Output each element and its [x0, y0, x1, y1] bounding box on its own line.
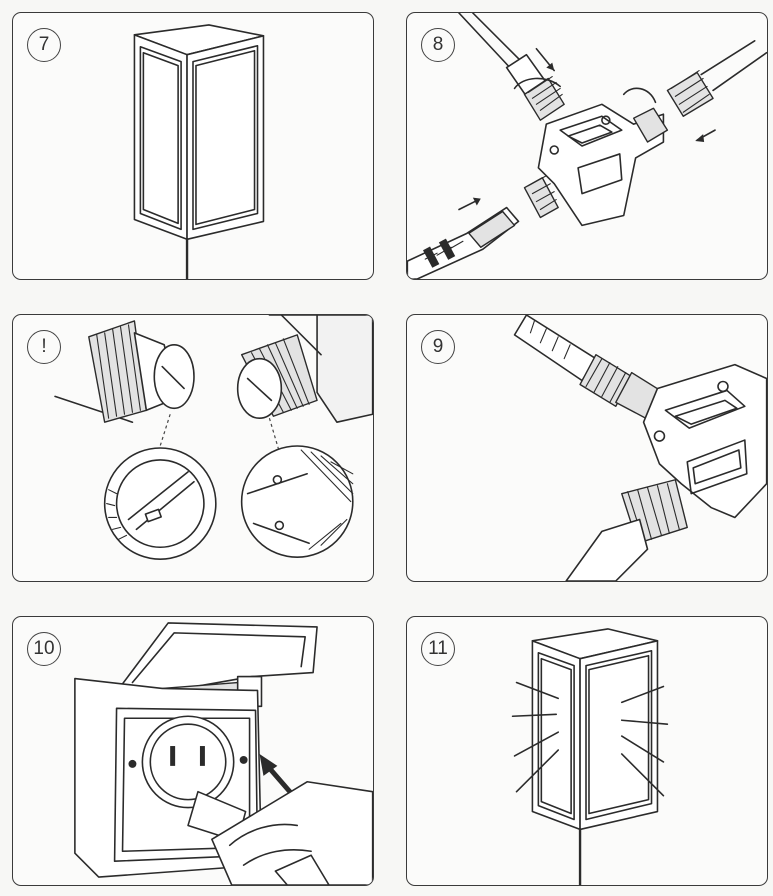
lit-lantern-illustration	[511, 628, 669, 885]
connector-alignment-illustration	[54, 315, 373, 560]
step-7-panel: 7	[12, 12, 374, 280]
warning-badge: !	[27, 330, 61, 364]
step-number-badge: 9	[421, 330, 455, 364]
step-number-badge: 10	[27, 632, 61, 666]
lantern-illustration	[133, 24, 265, 279]
alignment-warning-panel: !	[12, 314, 374, 582]
step-9-panel: 9	[406, 314, 768, 582]
step-number-badge: 7	[27, 28, 61, 62]
step-10-panel: 10	[12, 616, 374, 886]
connected-splitter-illustration	[513, 315, 767, 581]
step-8-panel: 8	[406, 12, 768, 280]
step-number-badge: 8	[421, 28, 455, 62]
outdoor-socket-illustration	[74, 622, 373, 885]
t-splitter-illustration	[407, 13, 767, 279]
step-11-panel: 11	[406, 616, 768, 886]
step-number-badge: 11	[421, 632, 455, 666]
